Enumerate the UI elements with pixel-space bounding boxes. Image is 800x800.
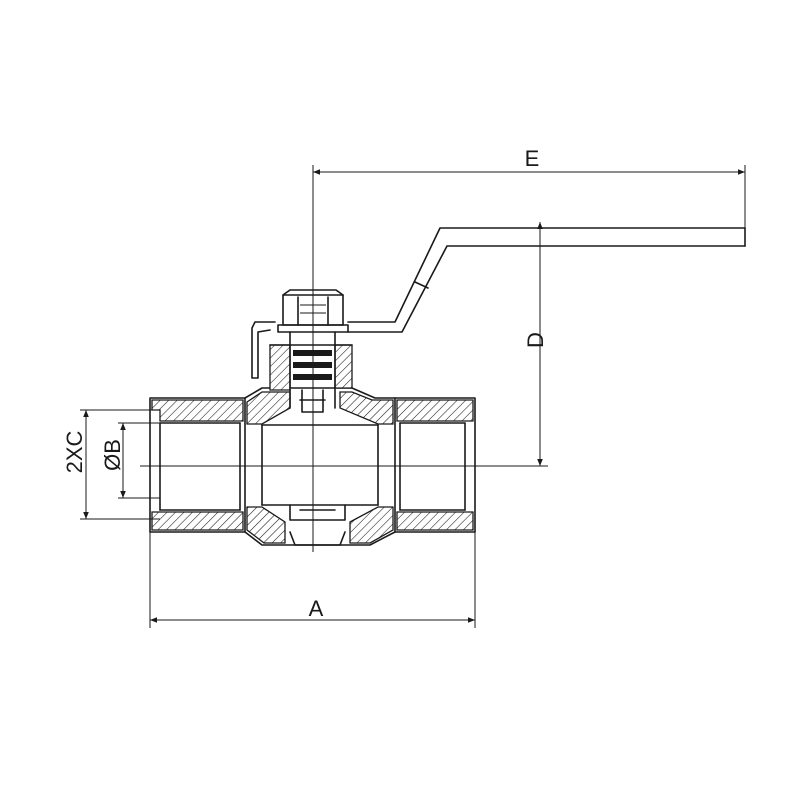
label-a: A <box>309 596 324 621</box>
label-b: ØB <box>100 439 125 471</box>
center-lines <box>140 165 548 552</box>
label-d: D <box>523 332 548 348</box>
hatched-walls <box>151 344 474 544</box>
dimension-c: 2XC <box>62 409 160 520</box>
dimension-d: D <box>523 222 548 466</box>
label-e: E <box>525 146 540 171</box>
label-c: 2XC <box>62 430 87 473</box>
lever-handle[interactable] <box>251 227 746 379</box>
dimension-a: A <box>149 532 476 628</box>
dimension-b: ØB <box>100 422 160 499</box>
dimension-e: E <box>313 146 746 228</box>
